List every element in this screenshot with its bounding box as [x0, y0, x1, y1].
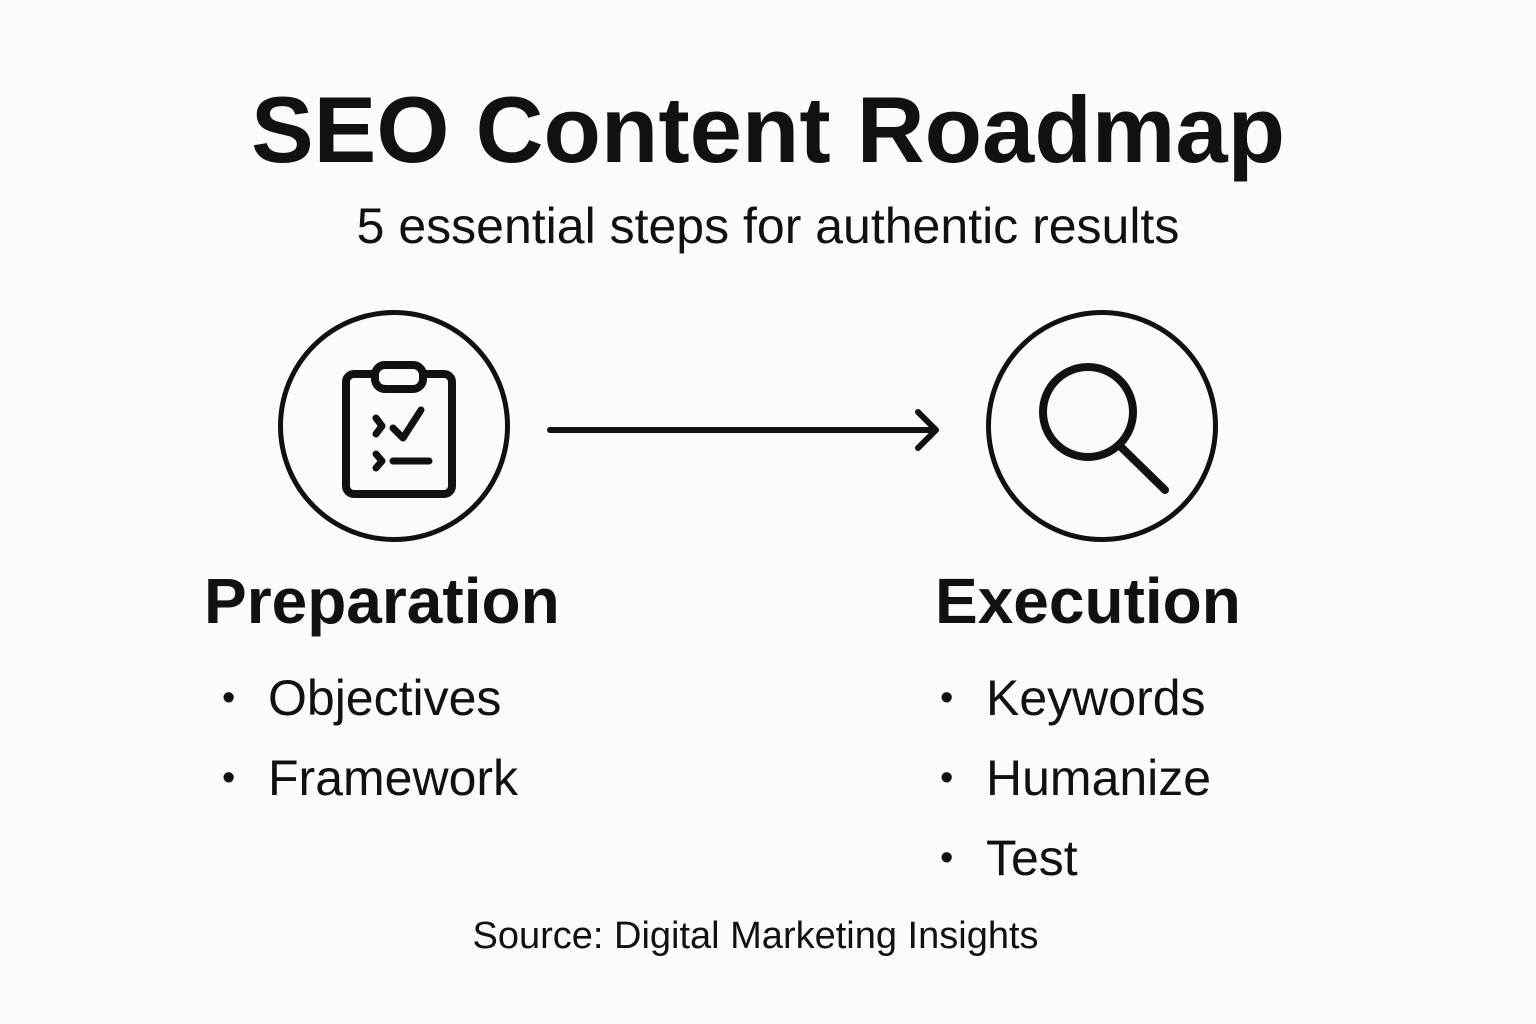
execution-list: • Keywords • Humanize • Test	[940, 670, 1211, 910]
preparation-icon-circle	[278, 310, 510, 542]
list-item: • Keywords	[940, 670, 1211, 750]
preparation-list: • Objectives • Framework	[222, 670, 518, 830]
list-item: • Framework	[222, 750, 518, 830]
diagram-title: SEO Content Roadmap	[250, 77, 1286, 182]
bullet-dot: •	[222, 757, 236, 799]
source-note: Source: Digital Marketing Insights	[472, 915, 1039, 957]
execution-heading: Execution	[935, 565, 1241, 637]
list-item: • Humanize	[940, 750, 1211, 830]
list-item: • Objectives	[222, 670, 518, 750]
diagram-subtitle: 5 essential steps for authentic results	[356, 198, 1180, 254]
magnifying-glass-icon	[1039, 363, 1169, 494]
bullet-dot: •	[940, 837, 954, 879]
list-item-label: Objectives	[268, 670, 502, 726]
list-item-label: Humanize	[986, 750, 1212, 806]
bullet-dot: •	[940, 757, 954, 799]
arrow-right-icon	[547, 409, 939, 451]
preparation-heading: Preparation	[204, 565, 560, 637]
execution-icon-circle	[986, 310, 1218, 542]
list-item: • Test	[940, 830, 1211, 910]
list-item-label: Test	[986, 830, 1078, 886]
list-item-label: Keywords	[986, 670, 1206, 726]
bullet-dot: •	[222, 677, 236, 719]
list-item-label: Framework	[268, 750, 519, 806]
bullet-dot: •	[940, 677, 954, 719]
clipboard-checklist-icon	[342, 361, 456, 498]
